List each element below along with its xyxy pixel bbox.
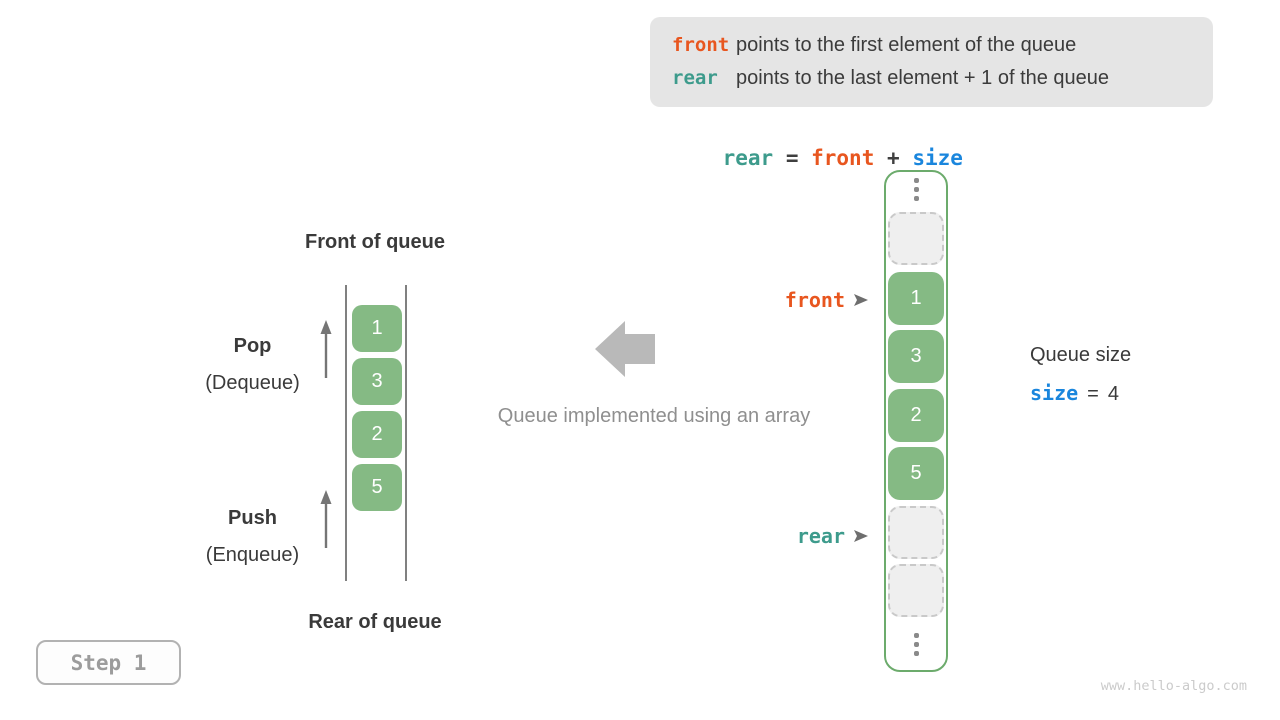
- info-line-front: front points to the first element of the…: [672, 34, 1213, 57]
- push-label: Push: [228, 507, 277, 529]
- step-badge-label: Step 1: [70, 650, 147, 675]
- front-description: points to the first element of the queue: [736, 34, 1077, 56]
- formula-plus: +: [887, 146, 900, 170]
- rear-description: points to the last element + 1 of the qu…: [736, 67, 1110, 89]
- front-pointer: front: [700, 288, 868, 312]
- rear-of-queue-label: Rear of queue: [308, 611, 442, 633]
- ellipsis-top-icon: [884, 178, 948, 201]
- array-cell-empty-2: [888, 564, 944, 617]
- queue-size-value-line: size = 4: [1030, 381, 1119, 406]
- formula-front: front: [811, 146, 875, 170]
- queue-size-label: Queue size: [1030, 344, 1132, 366]
- dequeue-label: (Dequeue): [205, 372, 300, 394]
- watermark: www.hello-algo.com: [1100, 678, 1247, 694]
- stack-cell-2: 2: [352, 411, 402, 458]
- formula-equals: =: [785, 146, 799, 170]
- info-box: front points to the first element of the…: [650, 17, 1213, 107]
- front-pointer-arrow-icon: [854, 294, 868, 306]
- ellipsis-bottom-icon: [884, 633, 948, 656]
- stack-wall-left: [345, 285, 347, 581]
- array-cell-value-3: 2: [888, 389, 944, 442]
- front-keyword: front: [672, 34, 730, 56]
- left-block-arrow-icon: [595, 321, 655, 377]
- size-variable: size: [1030, 381, 1079, 405]
- rear-keyword: rear: [672, 67, 718, 89]
- stack-cell-3: 5: [352, 464, 402, 511]
- stack-wall-right: [405, 285, 407, 581]
- formula: rear = front + size: [672, 122, 963, 194]
- array-cell-value-4: 5: [888, 447, 944, 500]
- rear-pointer: rear: [700, 524, 868, 548]
- pop-up-arrow-icon: [320, 320, 332, 378]
- formula-size: size: [912, 146, 963, 170]
- array-cell-empty-1: [888, 506, 944, 559]
- push-up-arrow-icon: [320, 490, 332, 548]
- step-badge: Step 1: [36, 640, 181, 685]
- array-cell-value-1: 1: [888, 272, 944, 325]
- size-equals: =: [1087, 383, 1099, 405]
- info-line-rear: rear points to the last element + 1 of t…: [672, 67, 1213, 90]
- diagram-caption: Queue implemented using an array: [497, 405, 811, 427]
- rear-pointer-label: rear: [796, 524, 845, 548]
- rear-pointer-arrow-icon: [854, 530, 868, 542]
- front-of-queue-label: Front of queue: [305, 231, 445, 253]
- enqueue-label: (Enqueue): [205, 544, 300, 566]
- pop-label: Pop: [233, 335, 272, 357]
- stack-cell-1: 3: [352, 358, 402, 405]
- formula-rear: rear: [722, 146, 774, 170]
- front-pointer-label: front: [784, 288, 845, 312]
- array-cell-value-2: 3: [888, 330, 944, 383]
- array-cell-empty-0: [888, 212, 944, 265]
- size-value: 4: [1107, 383, 1119, 405]
- stack-cell-0: 1: [352, 305, 402, 352]
